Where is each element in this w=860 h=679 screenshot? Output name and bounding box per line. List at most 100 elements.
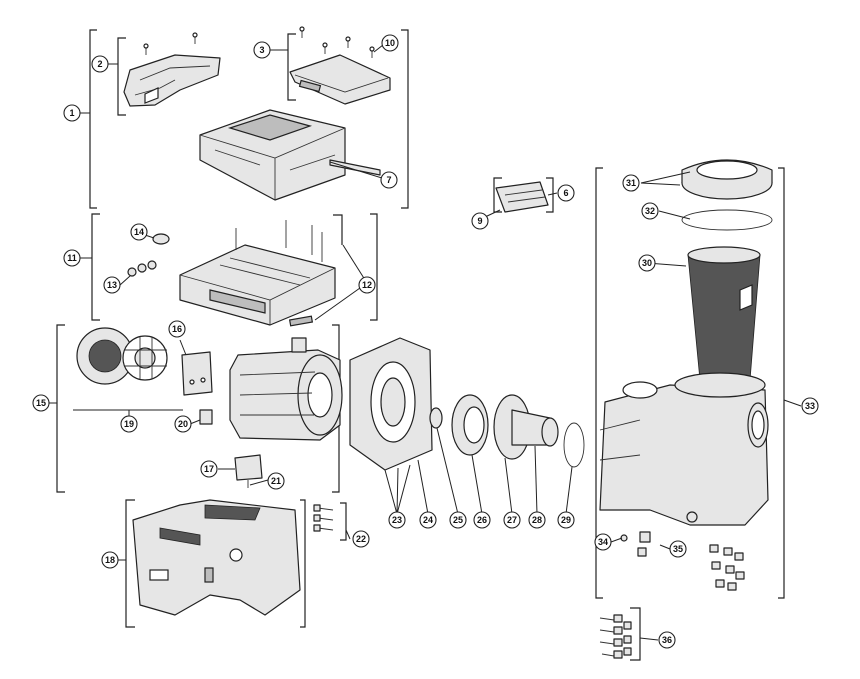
part-controller-housing xyxy=(199,109,346,201)
bracket-2 xyxy=(117,37,126,116)
part-6-connector xyxy=(495,181,549,213)
part-bolt-cluster xyxy=(709,544,745,591)
bracket-15 xyxy=(56,324,65,493)
svg-text:36: 36 xyxy=(662,635,672,645)
callout-36: 36 xyxy=(658,631,676,649)
bracket-18-right xyxy=(300,499,306,628)
part-seal xyxy=(429,407,443,429)
callout-10: 10 xyxy=(381,34,399,52)
bracket-3 xyxy=(287,33,296,101)
svg-text:34: 34 xyxy=(598,537,608,547)
svg-text:11: 11 xyxy=(67,253,77,263)
svg-text:23: 23 xyxy=(392,515,402,525)
callout-32: 32 xyxy=(641,202,659,220)
callout-9: 9 xyxy=(471,212,489,230)
svg-text:12: 12 xyxy=(362,280,372,290)
callout-2: 2 xyxy=(91,55,109,73)
part-14-button xyxy=(152,233,170,245)
bracket-33 xyxy=(595,167,603,599)
part-base-stand xyxy=(132,499,301,616)
bracket-11 xyxy=(91,213,100,321)
svg-text:16: 16 xyxy=(172,324,182,334)
svg-text:1: 1 xyxy=(69,108,74,118)
svg-text:25: 25 xyxy=(453,515,463,525)
part-12-plate xyxy=(288,315,314,327)
screws-top xyxy=(143,26,375,58)
callout-1: 1 xyxy=(63,104,81,122)
svg-text:29: 29 xyxy=(561,515,571,525)
part-16-bracket xyxy=(181,351,213,396)
callout-11: 11 xyxy=(63,249,81,267)
svg-text:33: 33 xyxy=(805,401,815,411)
callout-18: 18 xyxy=(101,551,119,569)
svg-text:24: 24 xyxy=(423,515,433,525)
callout-29: 29 xyxy=(557,511,575,529)
assembly-brackets xyxy=(56,29,785,661)
callout-14: 14 xyxy=(130,223,148,241)
bracket-33-right xyxy=(778,167,785,599)
svg-text:28: 28 xyxy=(532,515,542,525)
svg-text:6: 6 xyxy=(563,188,568,198)
bracket-18 xyxy=(125,499,135,628)
callout-20: 20 xyxy=(174,415,192,433)
svg-text:7: 7 xyxy=(386,175,391,185)
svg-text:17: 17 xyxy=(204,464,214,474)
part-drain-plugs xyxy=(620,531,651,557)
bracket-11-right xyxy=(370,213,378,321)
part-pump-housing xyxy=(599,372,769,526)
bracket-1 xyxy=(89,29,97,209)
svg-text:31: 31 xyxy=(626,178,636,188)
bracket-22 xyxy=(340,502,347,541)
part-strainer-lid xyxy=(681,159,773,200)
callout-21: 21 xyxy=(267,472,285,490)
svg-text:19: 19 xyxy=(124,419,134,429)
svg-text:14: 14 xyxy=(134,227,144,237)
callout-6: 6 xyxy=(557,184,575,202)
callout-24: 24 xyxy=(419,511,437,529)
svg-text:35: 35 xyxy=(673,544,683,554)
callouts: 1 2 3 6 7 9 10 11 12 13 14 15 16 17 18 1… xyxy=(32,34,819,649)
part-strainer-basket xyxy=(687,246,761,381)
svg-text:2: 2 xyxy=(97,59,102,69)
svg-text:30: 30 xyxy=(642,258,652,268)
callout-16: 16 xyxy=(168,320,186,338)
svg-text:20: 20 xyxy=(178,419,188,429)
part-36-bolts xyxy=(599,614,632,659)
part-impeller xyxy=(451,394,489,456)
callout-7: 7 xyxy=(380,171,398,189)
bracket-36 xyxy=(630,607,641,661)
svg-text:21: 21 xyxy=(271,476,281,486)
callout-19: 19 xyxy=(120,415,138,433)
callout-34: 34 xyxy=(594,533,612,551)
part-20-clip xyxy=(199,409,213,425)
callout-33: 33 xyxy=(801,397,819,415)
part-fan xyxy=(76,327,168,385)
svg-text:27: 27 xyxy=(507,515,517,525)
leader-lines xyxy=(48,44,802,641)
part-13-caps xyxy=(127,260,157,277)
part-cover xyxy=(123,54,221,107)
callout-35: 35 xyxy=(669,540,687,558)
svg-text:26: 26 xyxy=(477,515,487,525)
svg-text:22: 22 xyxy=(356,534,366,544)
part-diffuser xyxy=(493,394,559,460)
bracket-1-right xyxy=(401,29,409,209)
part-17-connector xyxy=(234,454,263,488)
screws-board xyxy=(235,220,323,262)
part-lid xyxy=(289,54,391,105)
callout-17: 17 xyxy=(200,460,218,478)
callout-27: 27 xyxy=(503,511,521,529)
callout-3: 3 xyxy=(253,41,271,59)
part-seal-plate xyxy=(349,337,433,471)
svg-text:15: 15 xyxy=(36,398,46,408)
bracket-6-right xyxy=(546,177,554,213)
part-drive-board xyxy=(179,244,336,326)
svg-text:32: 32 xyxy=(645,206,655,216)
callout-12: 12 xyxy=(358,276,376,294)
part-lid-oring xyxy=(681,209,773,231)
bracket-12 xyxy=(333,214,343,245)
bracket-6-left xyxy=(493,177,502,213)
svg-text:9: 9 xyxy=(477,216,482,226)
callout-23: 23 xyxy=(388,511,406,529)
